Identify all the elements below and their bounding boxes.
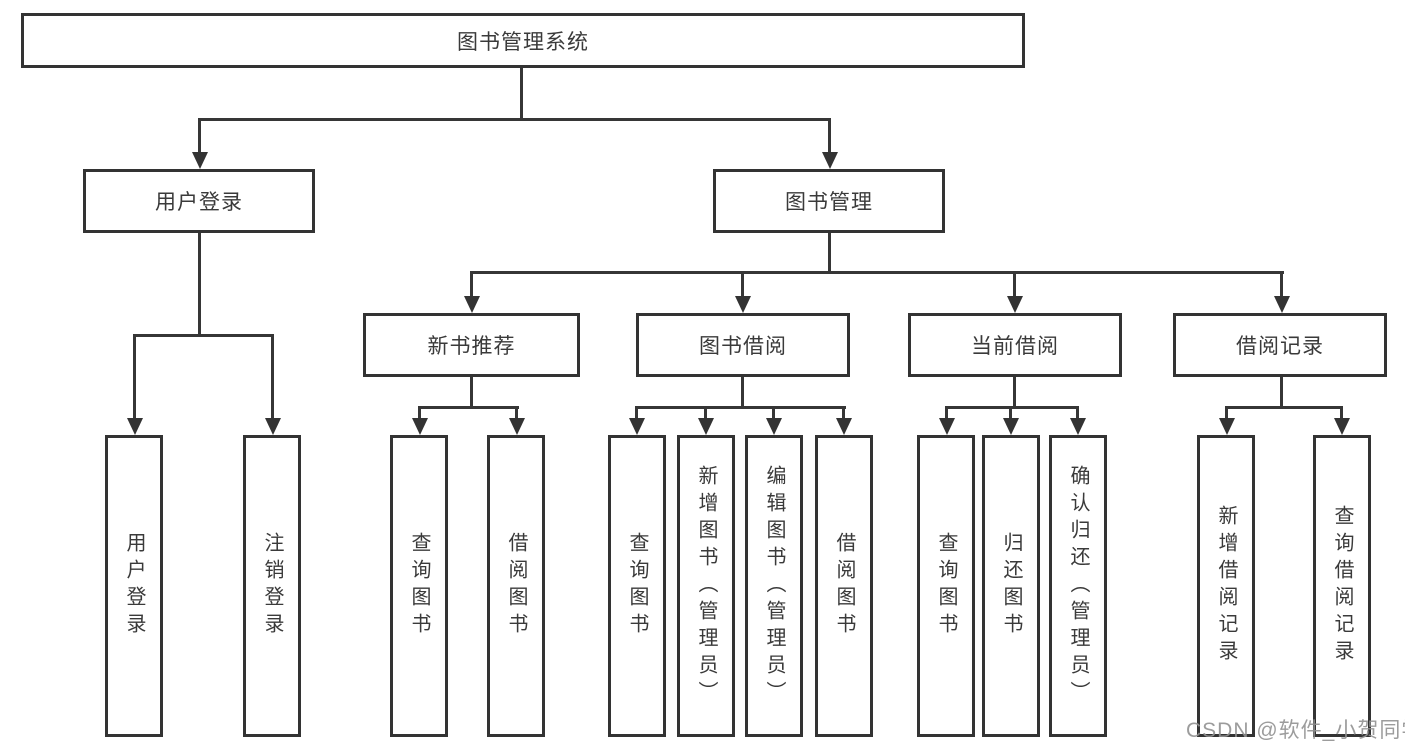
node-new-book-recommend: 新书推荐 xyxy=(363,313,580,377)
connector-line xyxy=(1013,377,1016,409)
arrow-down-icon xyxy=(192,152,208,169)
node-library-management-system: 图书管理系统 xyxy=(21,13,1025,68)
connector-line xyxy=(842,406,845,420)
leaf-label: 归还图书 xyxy=(1000,532,1022,640)
arrow-down-icon xyxy=(1219,418,1235,435)
node-label: 当前借阅 xyxy=(971,335,1059,358)
leaf-label: 借阅图书 xyxy=(505,532,527,640)
arrow-down-icon xyxy=(1334,418,1350,435)
arrow-down-icon xyxy=(836,418,852,435)
connector-line xyxy=(1076,406,1079,420)
connector-line xyxy=(828,118,831,152)
leaf-label: 注销登录 xyxy=(261,532,283,640)
arrow-down-icon xyxy=(939,418,955,435)
node-book-management: 图书管理 xyxy=(713,169,945,233)
csdn-watermark: CSDN @软件_小贺同学 xyxy=(1186,719,1405,742)
connector-line xyxy=(828,233,831,274)
node-label: 图书管理 xyxy=(785,191,873,214)
leaf-label: 确认归还（管理员） xyxy=(1067,464,1089,708)
leaf-borrow-books: 借阅图书 xyxy=(815,435,873,737)
node-label: 用户登录 xyxy=(155,191,243,214)
leaf-query-books-recommend: 查询图书 xyxy=(390,435,448,737)
connector-line xyxy=(704,406,707,420)
connector-line xyxy=(418,406,421,420)
leaf-label: 借阅图书 xyxy=(833,532,855,640)
leaf-label: 新增图书（管理员） xyxy=(695,464,717,708)
connector-line xyxy=(1280,271,1283,298)
connector-line xyxy=(1013,271,1016,298)
arrow-down-icon xyxy=(1003,418,1019,435)
connector-line xyxy=(945,406,948,420)
arrow-down-icon xyxy=(464,296,480,313)
node-label: 图书管理系统 xyxy=(457,30,589,54)
connector-line xyxy=(945,406,1079,409)
arrow-down-icon xyxy=(1007,296,1023,313)
leaf-label: 编辑图书（管理员） xyxy=(763,464,785,708)
arrow-down-icon xyxy=(1274,296,1290,313)
arrow-down-icon xyxy=(822,152,838,169)
leaf-return-books: 归还图书 xyxy=(982,435,1040,737)
connector-line xyxy=(635,406,638,420)
leaf-edit-books-admin: 编辑图书（管理员） xyxy=(745,435,803,737)
leaf-query-books-borrowing: 查询图书 xyxy=(608,435,666,737)
leaf-user-login: 用户登录 xyxy=(105,435,163,737)
connector-line xyxy=(271,334,274,418)
leaf-label: 新增借阅记录 xyxy=(1215,505,1237,667)
leaf-logout: 注销登录 xyxy=(243,435,301,737)
arrow-down-icon xyxy=(509,418,525,435)
arrow-down-icon xyxy=(265,418,281,435)
arrow-down-icon xyxy=(766,418,782,435)
connector-line xyxy=(1225,406,1343,409)
connector-line xyxy=(520,68,523,120)
connector-line xyxy=(470,271,473,298)
node-user-login: 用户登录 xyxy=(83,169,315,233)
connector-line xyxy=(515,406,518,420)
connector-line xyxy=(198,233,201,336)
leaf-label: 查询借阅记录 xyxy=(1331,505,1353,667)
node-current-borrowing: 当前借阅 xyxy=(908,313,1122,377)
connector-line xyxy=(198,118,831,121)
node-label: 借阅记录 xyxy=(1236,335,1324,358)
connector-line xyxy=(198,118,201,152)
connector-line xyxy=(470,377,473,409)
leaf-label: 查询图书 xyxy=(935,532,957,640)
connector-line xyxy=(133,334,136,418)
arrow-down-icon xyxy=(735,296,751,313)
connector-line xyxy=(1280,377,1283,409)
connector-line xyxy=(470,271,1284,274)
arrow-down-icon xyxy=(629,418,645,435)
leaf-label: 查询图书 xyxy=(626,532,648,640)
leaf-add-books-admin: 新增图书（管理员） xyxy=(677,435,735,737)
leaf-label: 用户登录 xyxy=(123,532,145,640)
leaf-label: 查询图书 xyxy=(408,532,430,640)
node-label: 新书推荐 xyxy=(427,335,516,358)
connector-line xyxy=(635,406,846,409)
leaf-add-borrow-record: 新增借阅记录 xyxy=(1197,435,1255,737)
connector-line xyxy=(1009,406,1012,420)
leaf-borrow-books-recommend: 借阅图书 xyxy=(487,435,545,737)
arrow-down-icon xyxy=(127,418,143,435)
connector-line xyxy=(741,271,744,298)
node-book-borrowing: 图书借阅 xyxy=(636,313,850,377)
connector-line xyxy=(772,406,775,420)
connector-line xyxy=(1225,406,1228,420)
node-borrowing-records: 借阅记录 xyxy=(1173,313,1387,377)
leaf-query-books-current: 查询图书 xyxy=(917,435,975,737)
arrow-down-icon xyxy=(1070,418,1086,435)
connector-line xyxy=(741,377,744,409)
arrow-down-icon xyxy=(698,418,714,435)
connector-line xyxy=(1340,406,1343,420)
leaf-confirm-return-admin: 确认归还（管理员） xyxy=(1049,435,1107,737)
connector-line xyxy=(418,406,519,409)
arrow-down-icon xyxy=(412,418,428,435)
node-label: 图书借阅 xyxy=(699,335,787,358)
leaf-query-borrow-record: 查询借阅记录 xyxy=(1313,435,1371,737)
connector-line xyxy=(133,334,274,337)
